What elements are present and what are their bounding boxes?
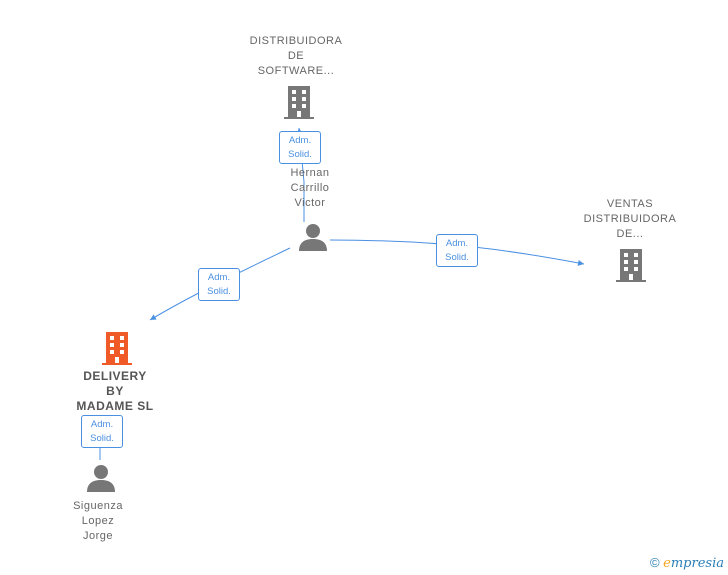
node-label-distribuidora-software: DISTRIBUIDORA DE SOFTWARE... xyxy=(249,35,343,77)
node-label-ventas-distribuidora: VENTAS DISTRIBUIDORA DE... xyxy=(583,198,677,240)
edge-badge-adm-solid[interactable]: Adm. Solid. xyxy=(81,415,123,448)
copyright-icon: © xyxy=(649,555,660,570)
building-icon[interactable] xyxy=(284,84,314,120)
footer-brand: © empresia xyxy=(650,555,724,571)
node-label-siguenza-lopez: Siguenza Lopez Jorge xyxy=(73,500,123,542)
edge-badge-adm-solid[interactable]: Adm. Solid. xyxy=(436,234,478,267)
building-icon[interactable] xyxy=(616,247,646,283)
node-label-delivery-madame[interactable]: DELIVERY BY MADAME SL xyxy=(76,369,154,413)
edge-badge-adm-solid[interactable]: Adm. Solid. xyxy=(279,131,321,164)
node-label-hernan-carrillo: Hernan Carrillo Victor xyxy=(290,167,330,209)
person-icon[interactable] xyxy=(298,222,328,252)
edge-badge-adm-solid[interactable]: Adm. Solid. xyxy=(198,268,240,301)
person-icon[interactable] xyxy=(86,463,116,493)
brand-logo: empresia xyxy=(663,556,724,571)
building-icon[interactable] xyxy=(102,330,132,366)
